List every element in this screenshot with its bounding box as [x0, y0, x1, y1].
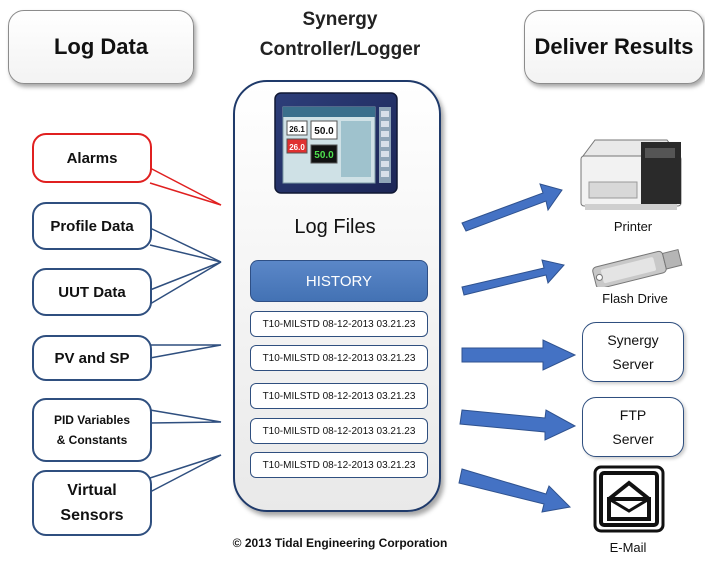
log-files-label: Log Files [294, 216, 376, 238]
log-entry-text: T10-MILSTD 08-12-2013 03.21.23 [262, 425, 416, 437]
screen-value-3: 26.0 [289, 143, 305, 152]
callout-pid-variables: PID Variables & Constants [32, 398, 152, 462]
virtual-sensors-label-line1: Virtual [67, 482, 117, 499]
alarms-label: Alarms [66, 149, 118, 167]
arrow-to-ftp-server [459, 409, 577, 441]
pid-variables-label-line1: PID Variables [53, 413, 131, 427]
email-icon [593, 465, 665, 533]
controller-device-image: 26.1 50.0 26.0 50.0 [274, 92, 398, 194]
profile-data-label: Profile Data [50, 217, 134, 235]
log-entry[interactable]: T10-MILSTD 08-12-2013 03.21.23 [250, 311, 428, 337]
uut-data-label: UUT Data [58, 283, 126, 301]
log-entry-text: T10-MILSTD 08-12-2013 03.21.23 [262, 390, 416, 402]
title-line-2: Controller/Logger [259, 39, 421, 60]
printer-label: Printer [613, 219, 653, 234]
synergy-server-box: Synergy Server [582, 322, 684, 382]
callout-virtual-sensors: Virtual Sensors [32, 470, 152, 536]
callout-uut-data: UUT Data [32, 268, 152, 316]
printer-icon [580, 139, 682, 210]
log-entry[interactable]: T10-MILSTD 08-12-2013 03.21.23 [250, 383, 428, 409]
synergy-server-label-line2: Server [612, 356, 654, 372]
ftp-server-label-line1: FTP [619, 407, 647, 423]
flash-drive-icon [592, 248, 683, 287]
title-line-1: Synergy [302, 9, 378, 30]
ftp-server-box: FTP Server [582, 397, 684, 457]
arrow-to-email [458, 468, 572, 513]
log-entry-text: T10-MILSTD 08-12-2013 03.21.23 [262, 352, 416, 364]
log-data-label: Log Data [53, 34, 149, 59]
synergy-server-label-line1: Synergy [607, 332, 659, 348]
history-label: HISTORY [305, 272, 373, 290]
copyright-text: © 2013 Tidal Engineering Corporation [232, 536, 448, 550]
log-entry[interactable]: T10-MILSTD 08-12-2013 03.21.23 [250, 418, 428, 444]
log-entry[interactable]: T10-MILSTD 08-12-2013 03.21.23 [250, 345, 428, 371]
log-data-header: Log Data [8, 10, 194, 84]
pid-variables-label-line2: & Constants [56, 433, 128, 447]
arrow-to-flash-drive [461, 259, 565, 296]
uut-callout-pointer [149, 261, 222, 305]
callout-alarms: Alarms [32, 133, 152, 183]
history-button[interactable]: HISTORY [250, 260, 428, 302]
virtual-sensors-label-line2: Sensors [60, 507, 124, 524]
flash-drive-label: Flash Drive [602, 291, 668, 306]
email-label: E-Mail [609, 540, 647, 555]
alarms-callout-pointer [149, 167, 222, 206]
profile-callout-pointer [149, 227, 222, 263]
screen-value-2: 50.0 [314, 126, 334, 137]
page-title: Synergy Controller/Logger [220, 5, 460, 65]
screen-value-4: 50.0 [314, 150, 334, 161]
pid-callout-pointer [149, 409, 222, 424]
callout-profile-data: Profile Data [32, 202, 152, 250]
arrow-to-synergy-server [461, 339, 577, 371]
deliver-results-label: Deliver Results [534, 34, 694, 59]
log-entry-text: T10-MILSTD 08-12-2013 03.21.23 [262, 318, 416, 330]
ftp-server-label-line2: Server [612, 431, 654, 447]
log-entry-text: T10-MILSTD 08-12-2013 03.21.23 [262, 459, 416, 471]
screen-value-1: 26.1 [289, 125, 305, 134]
callout-pv-and-sp: PV and SP [32, 335, 152, 381]
log-entry[interactable]: T10-MILSTD 08-12-2013 03.21.23 [250, 452, 428, 478]
deliver-results-header: Deliver Results [524, 10, 704, 84]
pv-callout-pointer [149, 344, 222, 359]
arrow-to-printer [461, 183, 563, 232]
virtual-callout-pointer [149, 454, 222, 493]
pv-and-sp-label: PV and SP [54, 349, 130, 367]
